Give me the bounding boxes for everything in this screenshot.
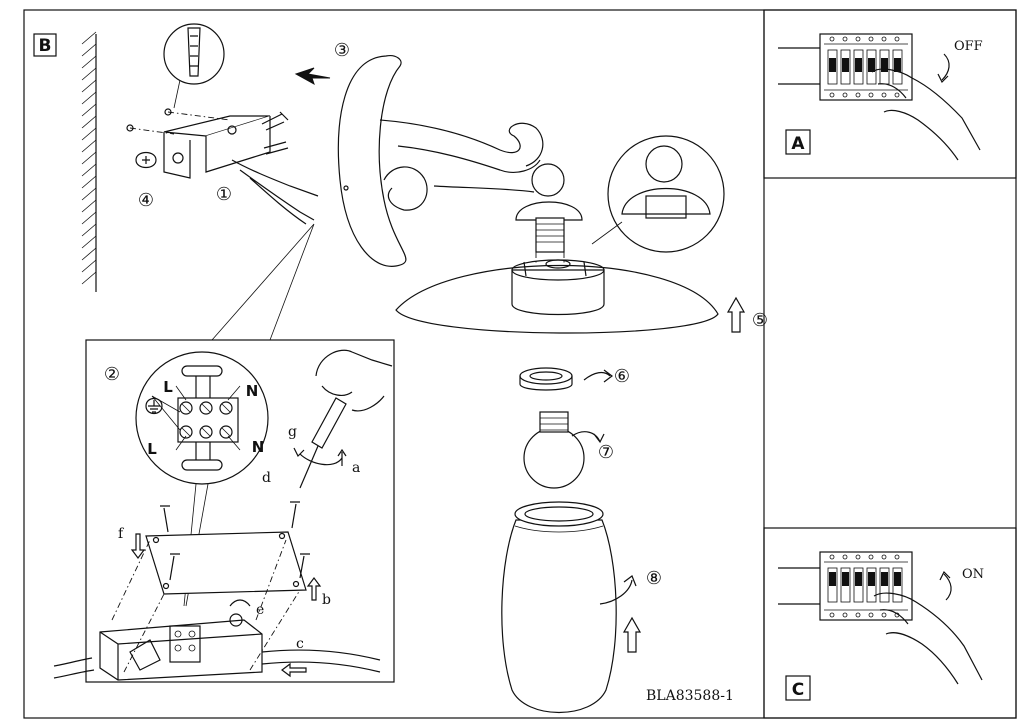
terminal-l-top: L: [163, 378, 173, 396]
mains-cable: [231, 159, 319, 225]
panel-c-label: C: [792, 680, 804, 700]
wiring-inset-frame: [85, 339, 395, 683]
sub-step-f: f: [118, 526, 125, 542]
arrow-b-up-icon: [306, 577, 322, 601]
shade-up-arrow-icon: [726, 296, 746, 333]
step-1-label: ①: [216, 184, 232, 205]
panel-a-label-box: [785, 129, 811, 155]
terminal-block-callout: [135, 351, 269, 607]
earth-symbol-icon: [145, 397, 163, 415]
sub-step-b: b: [322, 592, 331, 608]
switch-up-arrow-icon: [939, 570, 952, 601]
panel-a-cable: [778, 47, 820, 85]
glass-up-arrow-icon: [622, 616, 642, 653]
panel-b-label: B: [39, 36, 52, 56]
panel-b-label-box: [33, 33, 57, 57]
panel-c-label-box: [785, 675, 811, 701]
bracket-screw-icon-2: [263, 141, 289, 155]
panel-a-frame: [763, 9, 1017, 179]
wall-plug-pointer: [173, 79, 181, 109]
ring-nut: [519, 367, 573, 391]
step-4-label: ④: [138, 190, 154, 211]
sub-step-c: c: [296, 636, 304, 652]
hand-on-icon: [873, 592, 983, 685]
panel-a: A OFF: [763, 9, 1017, 179]
wiring-inset: [85, 223, 395, 683]
screw-nut-icon: [135, 151, 157, 169]
bracket-screw-icon: [261, 111, 289, 131]
screwdriver-icon: [299, 397, 347, 489]
lamp-shade: [395, 259, 719, 334]
step-7-label: ⑦: [598, 442, 614, 463]
assembly-dash-lines: [111, 539, 301, 673]
switch-down-arrow-icon: [937, 53, 950, 84]
wall-hatching: [81, 31, 97, 292]
arrow-f-down-icon: [130, 533, 146, 559]
arrow-a-up-icon: [337, 448, 347, 466]
bulb-rotate-arrow-icon: [571, 431, 605, 444]
panel-c-frame: [763, 527, 1017, 719]
light-bulb: [523, 411, 585, 489]
wall-plug-icon: [187, 27, 201, 77]
panel-c-cable: [778, 567, 820, 605]
terminal-l-bottom: L: [147, 440, 157, 458]
ring-rotate-arrow-icon: [583, 369, 613, 383]
breaker-switches-on: [824, 554, 908, 618]
glass-rotate-arrow-icon: [599, 575, 637, 605]
lamp-arm: [379, 119, 544, 211]
lamp-holder: [515, 163, 583, 266]
cover-plate: [145, 531, 307, 595]
panel-a-label: A: [791, 134, 805, 154]
lamp-wall-plate: [337, 55, 407, 267]
step-5-label: ⑤: [752, 310, 768, 331]
panel-c: C ON: [763, 527, 1017, 719]
step-8-label: ⑧: [646, 568, 662, 589]
cover-screws: [160, 501, 310, 581]
mounting-bracket: [126, 108, 271, 179]
model-code: BLA83588-1: [646, 688, 734, 704]
hand-screwdriver-icon: [315, 349, 393, 412]
hand-off-icon: [871, 68, 981, 161]
sub-step-e: e: [256, 602, 264, 618]
sub-step-g: g: [288, 424, 297, 440]
breaker-switches-off: [824, 36, 908, 98]
screwdriver-rotate-arrow-icon: [293, 447, 343, 466]
inset-pointer-lines: [211, 223, 315, 341]
terminal-n-bottom: N: [252, 438, 265, 456]
sub-step-d: d: [262, 470, 271, 486]
switch-off-text: OFF: [954, 39, 983, 54]
breaker-levers-on: [829, 572, 901, 586]
breaker-levers-off: [829, 58, 901, 72]
wall-direction-arrow-icon: [294, 67, 331, 86]
switch-on-text: ON: [962, 567, 984, 582]
terminal-n-top: N: [246, 382, 259, 400]
holder-detail-callout: [591, 135, 725, 253]
step-6-label: ⑥: [614, 366, 630, 387]
sub-step-a: a: [352, 460, 360, 476]
outer-frame: [23, 9, 1017, 719]
arrow-c-left-icon: [281, 662, 307, 678]
wall-plug-callout: [163, 23, 225, 85]
glass-shade: [501, 501, 617, 714]
step-3-label: ③: [334, 40, 350, 61]
junction-box: [53, 599, 381, 681]
step-2-label: ②: [104, 364, 120, 385]
